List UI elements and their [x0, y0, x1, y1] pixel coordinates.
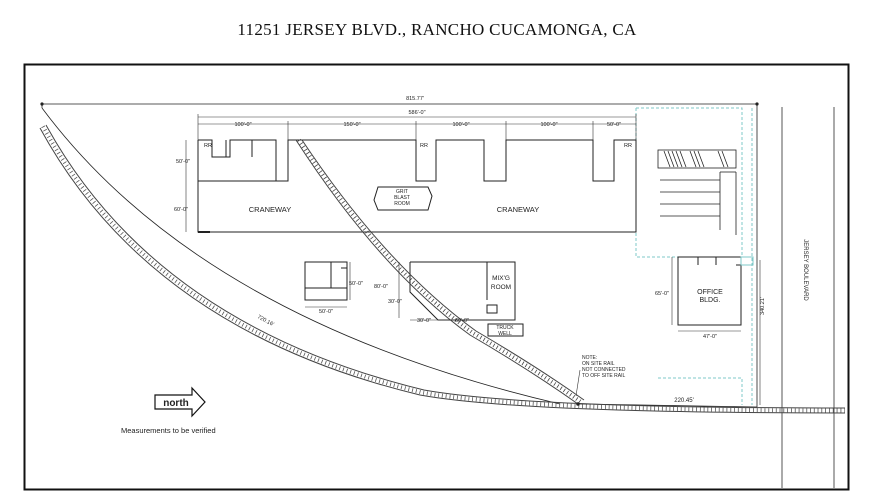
office-label: OFFICE — [697, 289, 723, 296]
grit-label: ROOM — [394, 201, 410, 207]
mixing-room-label: MIX'G — [492, 275, 510, 282]
office-label: BLDG. — [699, 297, 720, 304]
dimension-diagonal: 720.16' — [256, 314, 275, 328]
main-building — [197, 139, 637, 233]
page-title: 11251 JERSEY BLVD., RANCHO CUCAMONGA, CA — [237, 20, 637, 39]
dimension-lines — [185, 114, 761, 405]
truck-well-label: WELL — [498, 331, 512, 337]
restroom-label: RR — [420, 143, 428, 149]
parking-area — [657, 149, 737, 235]
mixing-room-label: ROOM — [491, 284, 511, 291]
rail-tracks — [39, 124, 846, 414]
north-arrow: north — [154, 386, 206, 418]
dimension-mix-bottom: 60'-0" — [455, 318, 469, 324]
dimension-segment: 50'-0" — [607, 122, 621, 128]
grit-label: GRIT — [396, 189, 408, 195]
measurements-note: Measurements to be verified — [121, 426, 216, 435]
outer-frame — [23, 63, 850, 491]
dimension-segment: 100'-0" — [234, 122, 251, 128]
dimension-mix-bottom: 30'-0" — [417, 318, 431, 324]
dimension-mix-left: 80'-0" — [374, 284, 388, 290]
site-fence — [635, 107, 753, 405]
dimension-mix-left: 30'-0" — [388, 299, 402, 305]
small-building — [304, 261, 348, 301]
svg-text:ON SITE RAIL: ON SITE RAIL — [582, 361, 615, 367]
dimension-left-60: 60'-0" — [174, 207, 188, 213]
svg-text:NOTE:: NOTE: — [582, 355, 597, 361]
property-line — [40, 102, 759, 408]
dimension-overall-top: 815.77' — [406, 96, 424, 102]
street-label: JERSEY BOULEVARD — [802, 239, 808, 301]
truck-well-label: TRUCK — [496, 325, 514, 331]
rail-note: NOTE: ON SITE RAIL NOT CONNECTED TO OFF … — [575, 355, 626, 397]
dimension-office-bottom: 47'-0" — [703, 334, 717, 340]
craneway-label: CRANEWAY — [497, 205, 540, 214]
office-building — [677, 256, 754, 326]
svg-text:TO OFF SITE RAIL: TO OFF SITE RAIL — [582, 373, 625, 379]
truck-well — [487, 323, 524, 337]
dimension-segment: 100'-0" — [452, 122, 469, 128]
dimension-bottom: 220.45' — [674, 398, 694, 404]
grit-blast-room: GRIT BLAST ROOM — [373, 186, 433, 211]
dimension-segment: 100'-0" — [540, 122, 557, 128]
dimension-segment: 150'-0" — [343, 122, 360, 128]
dimension-left-50: 50'-0" — [176, 159, 190, 165]
svg-text:NOT CONNECTED: NOT CONNECTED — [582, 367, 626, 373]
craneway-label: CRANEWAY — [249, 205, 292, 214]
mixing-building — [409, 261, 516, 321]
restroom-label: RR — [624, 143, 632, 149]
dimension-small-bottom: 50'-0" — [319, 309, 333, 315]
dimension-building-total: 586'-0" — [408, 110, 425, 116]
dimension-office-left: 65'-0" — [655, 291, 669, 297]
dimension-right: 340.21' — [760, 297, 766, 315]
restroom-label: RR — [204, 143, 212, 149]
grit-label: BLAST — [394, 195, 410, 201]
north-label: north — [163, 398, 189, 409]
dimension-small-right: 50'-0" — [349, 281, 363, 287]
